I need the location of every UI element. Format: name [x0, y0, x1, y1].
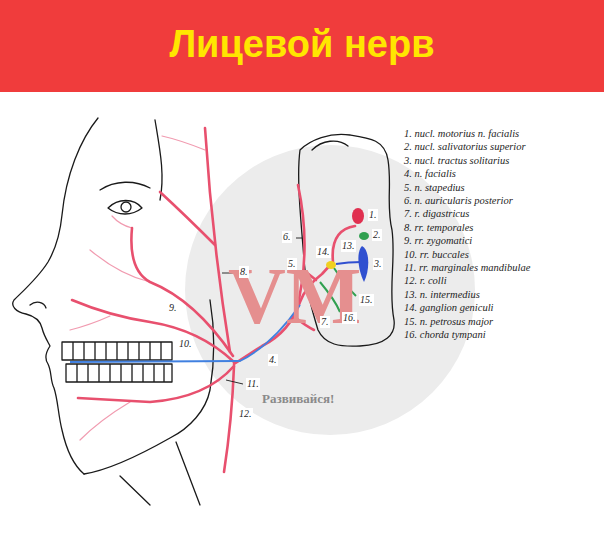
brainstem-line [312, 141, 348, 150]
legend-item: 10. rr. buccales [404, 249, 469, 261]
legend-item: 13. n. intermedius [404, 289, 480, 301]
legend-item: 5. n. stapedius [404, 182, 465, 194]
callout-number: 15. [359, 294, 374, 306]
callout-number: 13. [341, 240, 356, 252]
jaw-line [84, 300, 214, 474]
fine-branch [70, 316, 110, 330]
leader-line [226, 380, 243, 384]
callout-number: 4. [268, 354, 278, 366]
fine-branches [70, 136, 205, 440]
callout-number: 3. [373, 258, 383, 270]
callout-number: 9. [168, 302, 178, 314]
iris [121, 202, 131, 212]
profile-line [13, 118, 98, 474]
fine-branch [112, 216, 132, 228]
legend-item: 7. r. digastricus [404, 208, 469, 220]
callout-number: 12. [238, 408, 253, 420]
legend-item: 4. n. facialis [404, 168, 456, 180]
legend-item: 8. rr. temporales [404, 222, 473, 234]
temporal-line [155, 120, 162, 200]
callout-number: 2. [372, 229, 382, 241]
legend-item: 15. n. petrosus major [404, 316, 493, 328]
salivatory-nucleus [359, 232, 369, 240]
fine-branch [80, 402, 130, 440]
upper-teeth [62, 342, 172, 360]
temporal-branch [160, 192, 215, 245]
nostril [30, 302, 46, 308]
callout-number: 1. [368, 209, 378, 221]
callout-number: 8. [239, 266, 249, 278]
callout-number: 6. [282, 231, 292, 243]
marginal-branch [78, 366, 234, 402]
legend-item: 9. rr. zygomatici [404, 235, 472, 247]
fine-branch [162, 136, 205, 150]
zygomatic-branch [131, 228, 233, 356]
leader-line [296, 238, 302, 239]
legend-item: 3. nucl. tractus solitarius [404, 155, 509, 167]
eyebrow [100, 182, 150, 190]
legend-item: 2. nucl. salivatorius superior [404, 141, 526, 153]
callout-number: 11. [246, 378, 260, 390]
legend-item: 14. ganglion geniculi [404, 302, 494, 314]
fine-branch [90, 250, 150, 282]
legend-item: 16. chorda tympani [404, 329, 486, 341]
neck-line [120, 442, 200, 505]
motor-nucleus [352, 208, 364, 224]
title: Лицевой нерв [0, 18, 604, 70]
legend-item: 11. rr. marginales mandibulae [404, 262, 530, 274]
face-outline [13, 118, 394, 505]
legend-item: 6. n. auricularis posterior [404, 195, 513, 207]
title-banner: Лицевой нерв [0, 0, 604, 92]
callout-number: 7. [320, 316, 330, 328]
legend-item: 1. nucl. motorius n. facialis [404, 128, 519, 140]
legend-item: 12. r. colli [404, 275, 447, 287]
eye [108, 201, 142, 215]
callout-number: 10. [178, 338, 193, 350]
callout-number: 5. [287, 258, 297, 270]
watermark: Развивайся! [262, 392, 334, 407]
lower-teeth [66, 364, 172, 382]
callout-number: 14. [316, 246, 331, 258]
callout-number: 16. [342, 312, 357, 324]
buccal-branch [72, 300, 234, 362]
